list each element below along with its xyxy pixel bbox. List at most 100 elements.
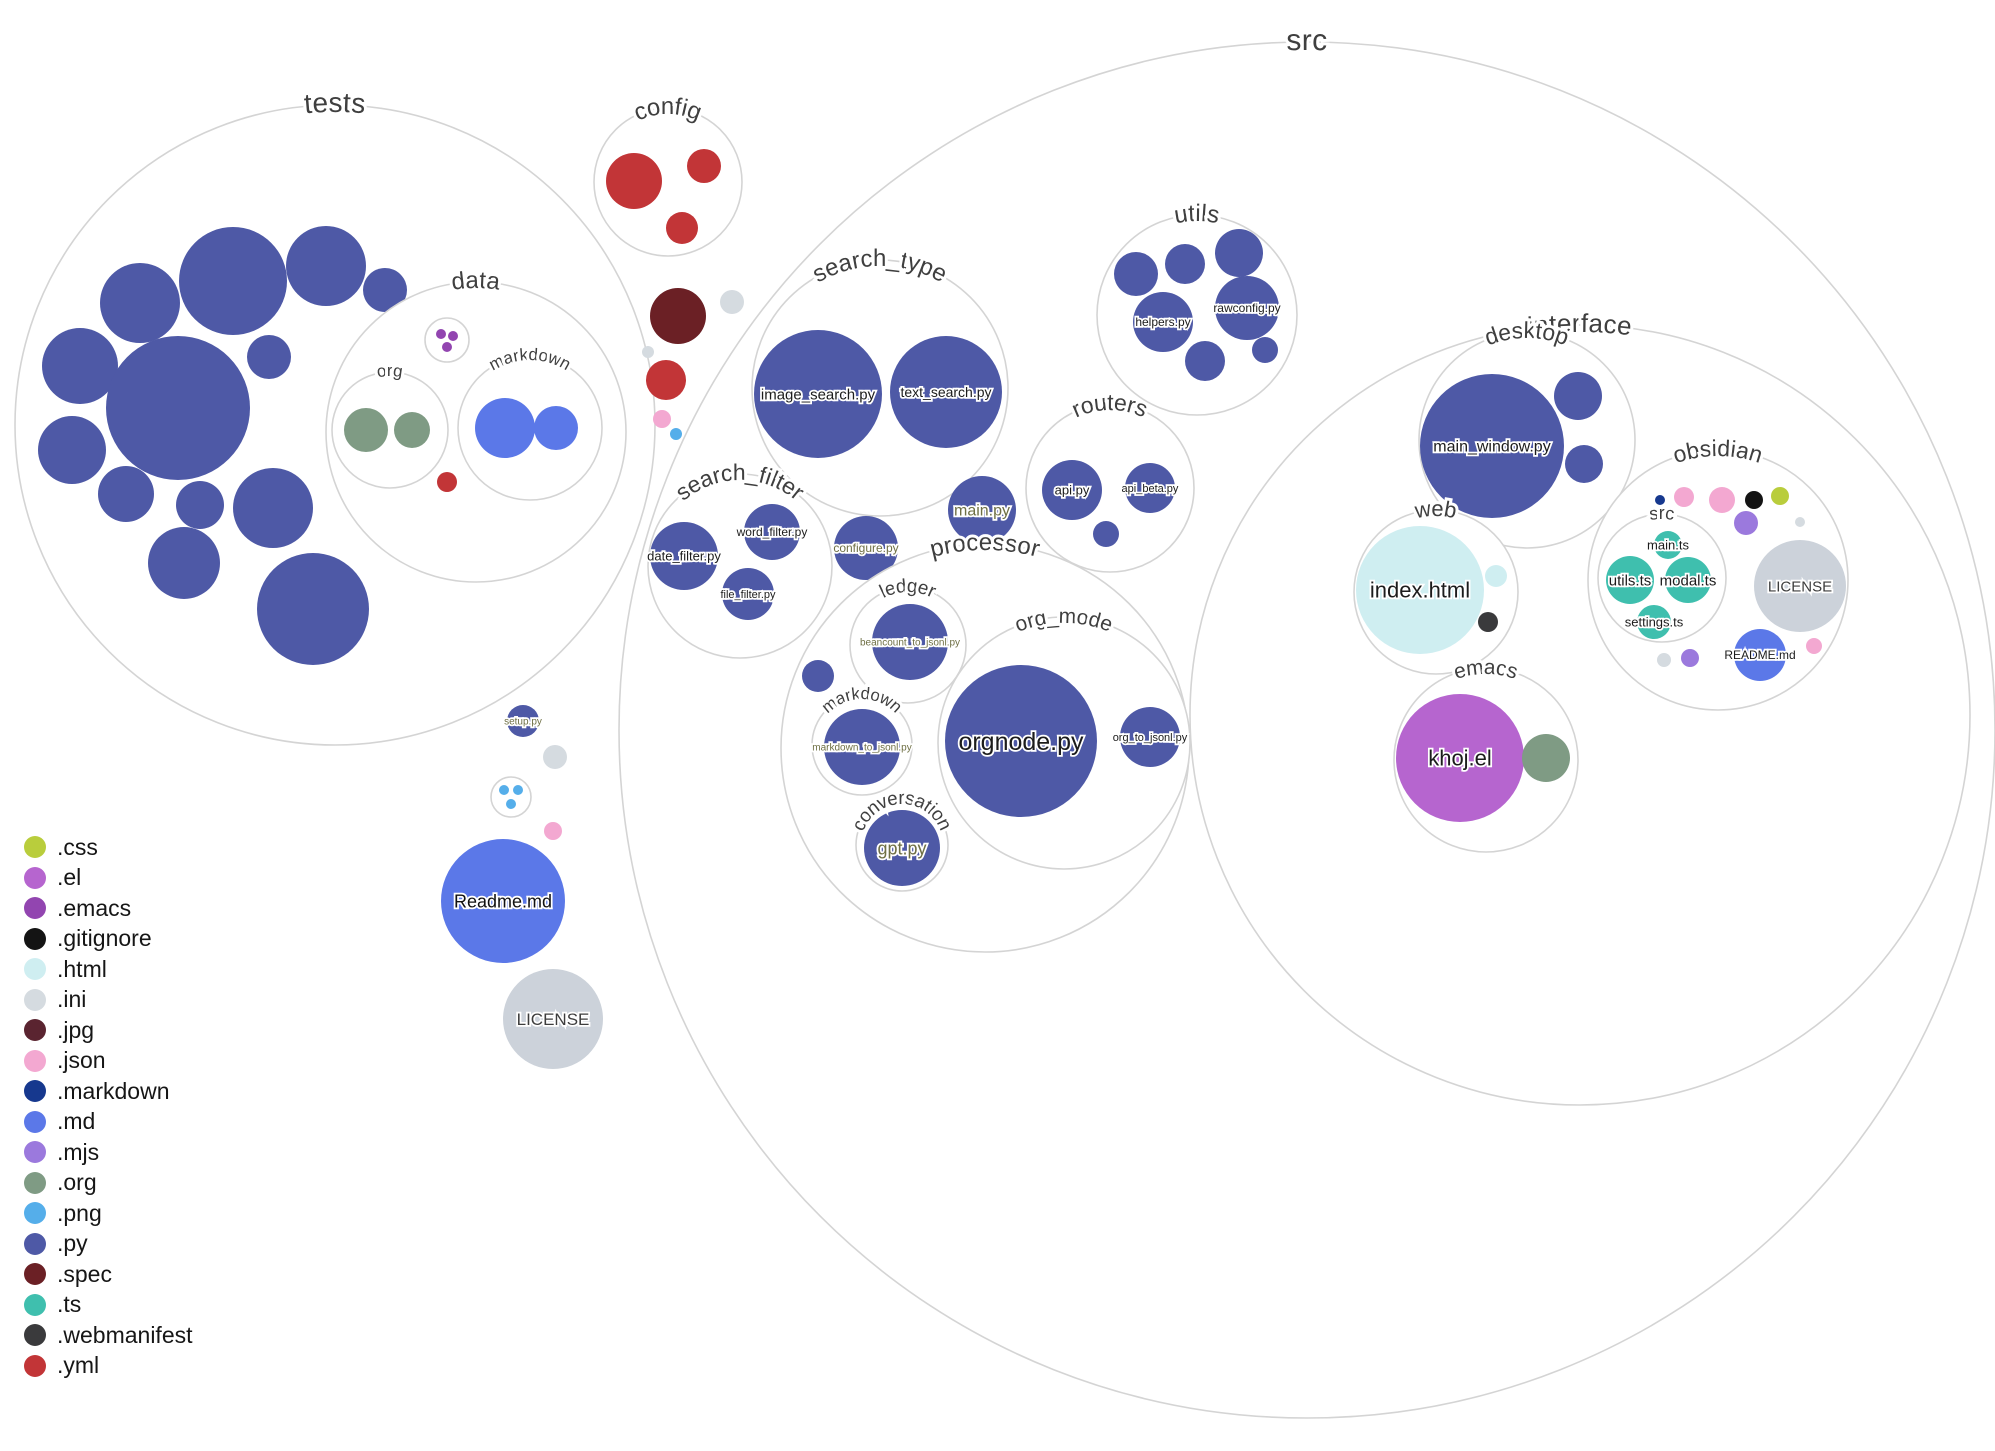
dir-circle-org — [331, 371, 449, 489]
dir-label-org: org — [376, 361, 405, 381]
legend-color-dot-ini — [24, 988, 46, 1011]
file-label-khoj.el: khoj.el — [1428, 746, 1492, 771]
legend-item-md: .md — [24, 1107, 193, 1138]
file-circle-yml — [687, 149, 721, 183]
file-circle-json — [544, 822, 562, 840]
dir-label-data: data — [450, 267, 502, 296]
file-label-markdown_to_jsonl.py: markdown_to_jsonl.py — [812, 743, 912, 754]
legend-label-md: .md — [57, 1108, 96, 1135]
legend-color-dot-emacs — [24, 897, 46, 920]
legend-item-spec: .spec — [24, 1259, 193, 1290]
legend-color-dot-css — [24, 836, 46, 859]
file-circle-emacs — [442, 342, 452, 352]
file-label-setup.py: setup.py — [504, 717, 542, 728]
file-circle-modal.ts — [1665, 557, 1711, 603]
legend-item-jpg: .jpg — [24, 1015, 193, 1046]
legend-item-el: .el — [24, 863, 193, 894]
file-circle-text_search.py — [890, 336, 1002, 448]
dir-label-web: web — [1412, 496, 1459, 523]
dir-circle-src — [1597, 513, 1727, 643]
file-circle-index.html — [1356, 526, 1484, 654]
file-circle-mjs — [1681, 649, 1699, 667]
file-label-word_filter.py: word_filter.py — [736, 525, 808, 539]
legend-label-yml: .yml — [57, 1352, 100, 1379]
legend-item-mjs: .mjs — [24, 1137, 193, 1168]
legend-item-json: .json — [24, 1046, 193, 1077]
file-circle-py — [1093, 521, 1119, 547]
file-circle-markdown — [1655, 495, 1665, 505]
file-circle-configure.py — [834, 516, 898, 580]
file-circle-emacs — [436, 329, 446, 339]
file-circle-py — [1114, 252, 1158, 296]
file-circle-py — [1185, 341, 1225, 381]
file-circle-py — [176, 481, 224, 529]
file-circle-png — [670, 428, 682, 440]
file-circle-Readme.md — [441, 839, 565, 963]
file-circle-LICENSE — [1754, 540, 1846, 632]
file-circle-gpt.py — [864, 810, 940, 886]
file-circle-gitignore — [1745, 491, 1763, 509]
legend-color-dot-yml — [24, 1354, 46, 1377]
file-circle-rawconfig.py — [1215, 276, 1279, 340]
legend-item-ts: .ts — [24, 1290, 193, 1321]
legend-item-org: .org — [24, 1168, 193, 1199]
file-circle-README.md — [1734, 629, 1786, 681]
dir-circle — [424, 317, 470, 363]
file-circle-settings.ts — [1637, 605, 1671, 639]
file-circle-ini — [720, 290, 744, 314]
legend-color-dot-webmanifest — [24, 1324, 46, 1347]
legend-color-dot-mjs — [24, 1141, 46, 1164]
dir-label-tests: tests — [303, 87, 367, 119]
file-circle-emacs — [448, 331, 458, 341]
file-circle-py — [1215, 229, 1263, 277]
legend-label-jpg: .jpg — [57, 1016, 95, 1043]
file-circle-py — [233, 468, 313, 548]
legend: .css.el.emacs.gitignore.html.ini.jpg.jso… — [24, 832, 193, 1381]
file-label-api.py: api.py — [1055, 483, 1090, 498]
file-label-README.md: README.md — [1724, 648, 1795, 662]
file-circle-css — [1771, 487, 1789, 505]
file-circle-py — [148, 527, 220, 599]
legend-item-markdown: .markdown — [24, 1076, 193, 1107]
file-circle-main.py — [948, 476, 1016, 544]
file-circle-yml — [437, 472, 457, 492]
file-circle-png — [499, 785, 509, 795]
dir-circle-config — [593, 107, 743, 257]
legend-item-webmanifest: .webmanifest — [24, 1320, 193, 1351]
file-circle-py — [247, 335, 291, 379]
file-circle-yml — [606, 153, 662, 209]
file-label-date_filter.py: date_filter.py — [647, 549, 721, 564]
file-label-index.html: index.html — [1370, 578, 1470, 603]
file-label-api_beta.py: api_beta.py — [1122, 483, 1179, 495]
file-circle-org_to_jsonl.py — [1120, 707, 1180, 767]
file-circle-yml — [666, 212, 698, 244]
file-circle-ini — [1795, 517, 1805, 527]
file-circle-ini — [543, 745, 567, 769]
file-circle-html — [1485, 565, 1507, 587]
file-circle-py — [38, 416, 106, 484]
file-circle-mjs — [1734, 511, 1758, 535]
file-circle-main_window.py — [1420, 374, 1564, 518]
file-label-configure.py: configure.py — [833, 541, 898, 555]
legend-item-emacs: .emacs — [24, 893, 193, 924]
file-circle-py — [1165, 244, 1205, 284]
legend-color-dot-ts — [24, 1293, 46, 1316]
file-label-rawconfig.py: rawconfig.py — [1213, 301, 1280, 315]
legend-label-webmanifest: .webmanifest — [57, 1321, 193, 1348]
legend-item-png: .png — [24, 1198, 193, 1229]
file-circle-org — [394, 412, 430, 448]
file-circle-image_search.py — [754, 330, 882, 458]
file-circle-py — [179, 227, 287, 335]
file-label-beancount_to_jsonl.py: beancount_to_jsonl.py — [860, 638, 960, 649]
file-label-settings.ts: settings.ts — [1625, 615, 1684, 630]
file-circle-utils.ts — [1606, 556, 1654, 604]
file-circle-png — [513, 785, 523, 795]
file-circle-helpers.py — [1133, 292, 1193, 352]
file-circle-yml — [646, 360, 686, 400]
file-circle-LICENSE — [503, 969, 603, 1069]
legend-label-emacs: .emacs — [57, 894, 132, 921]
legend-label-el: .el — [57, 864, 82, 891]
legend-label-ts: .ts — [57, 1291, 82, 1318]
